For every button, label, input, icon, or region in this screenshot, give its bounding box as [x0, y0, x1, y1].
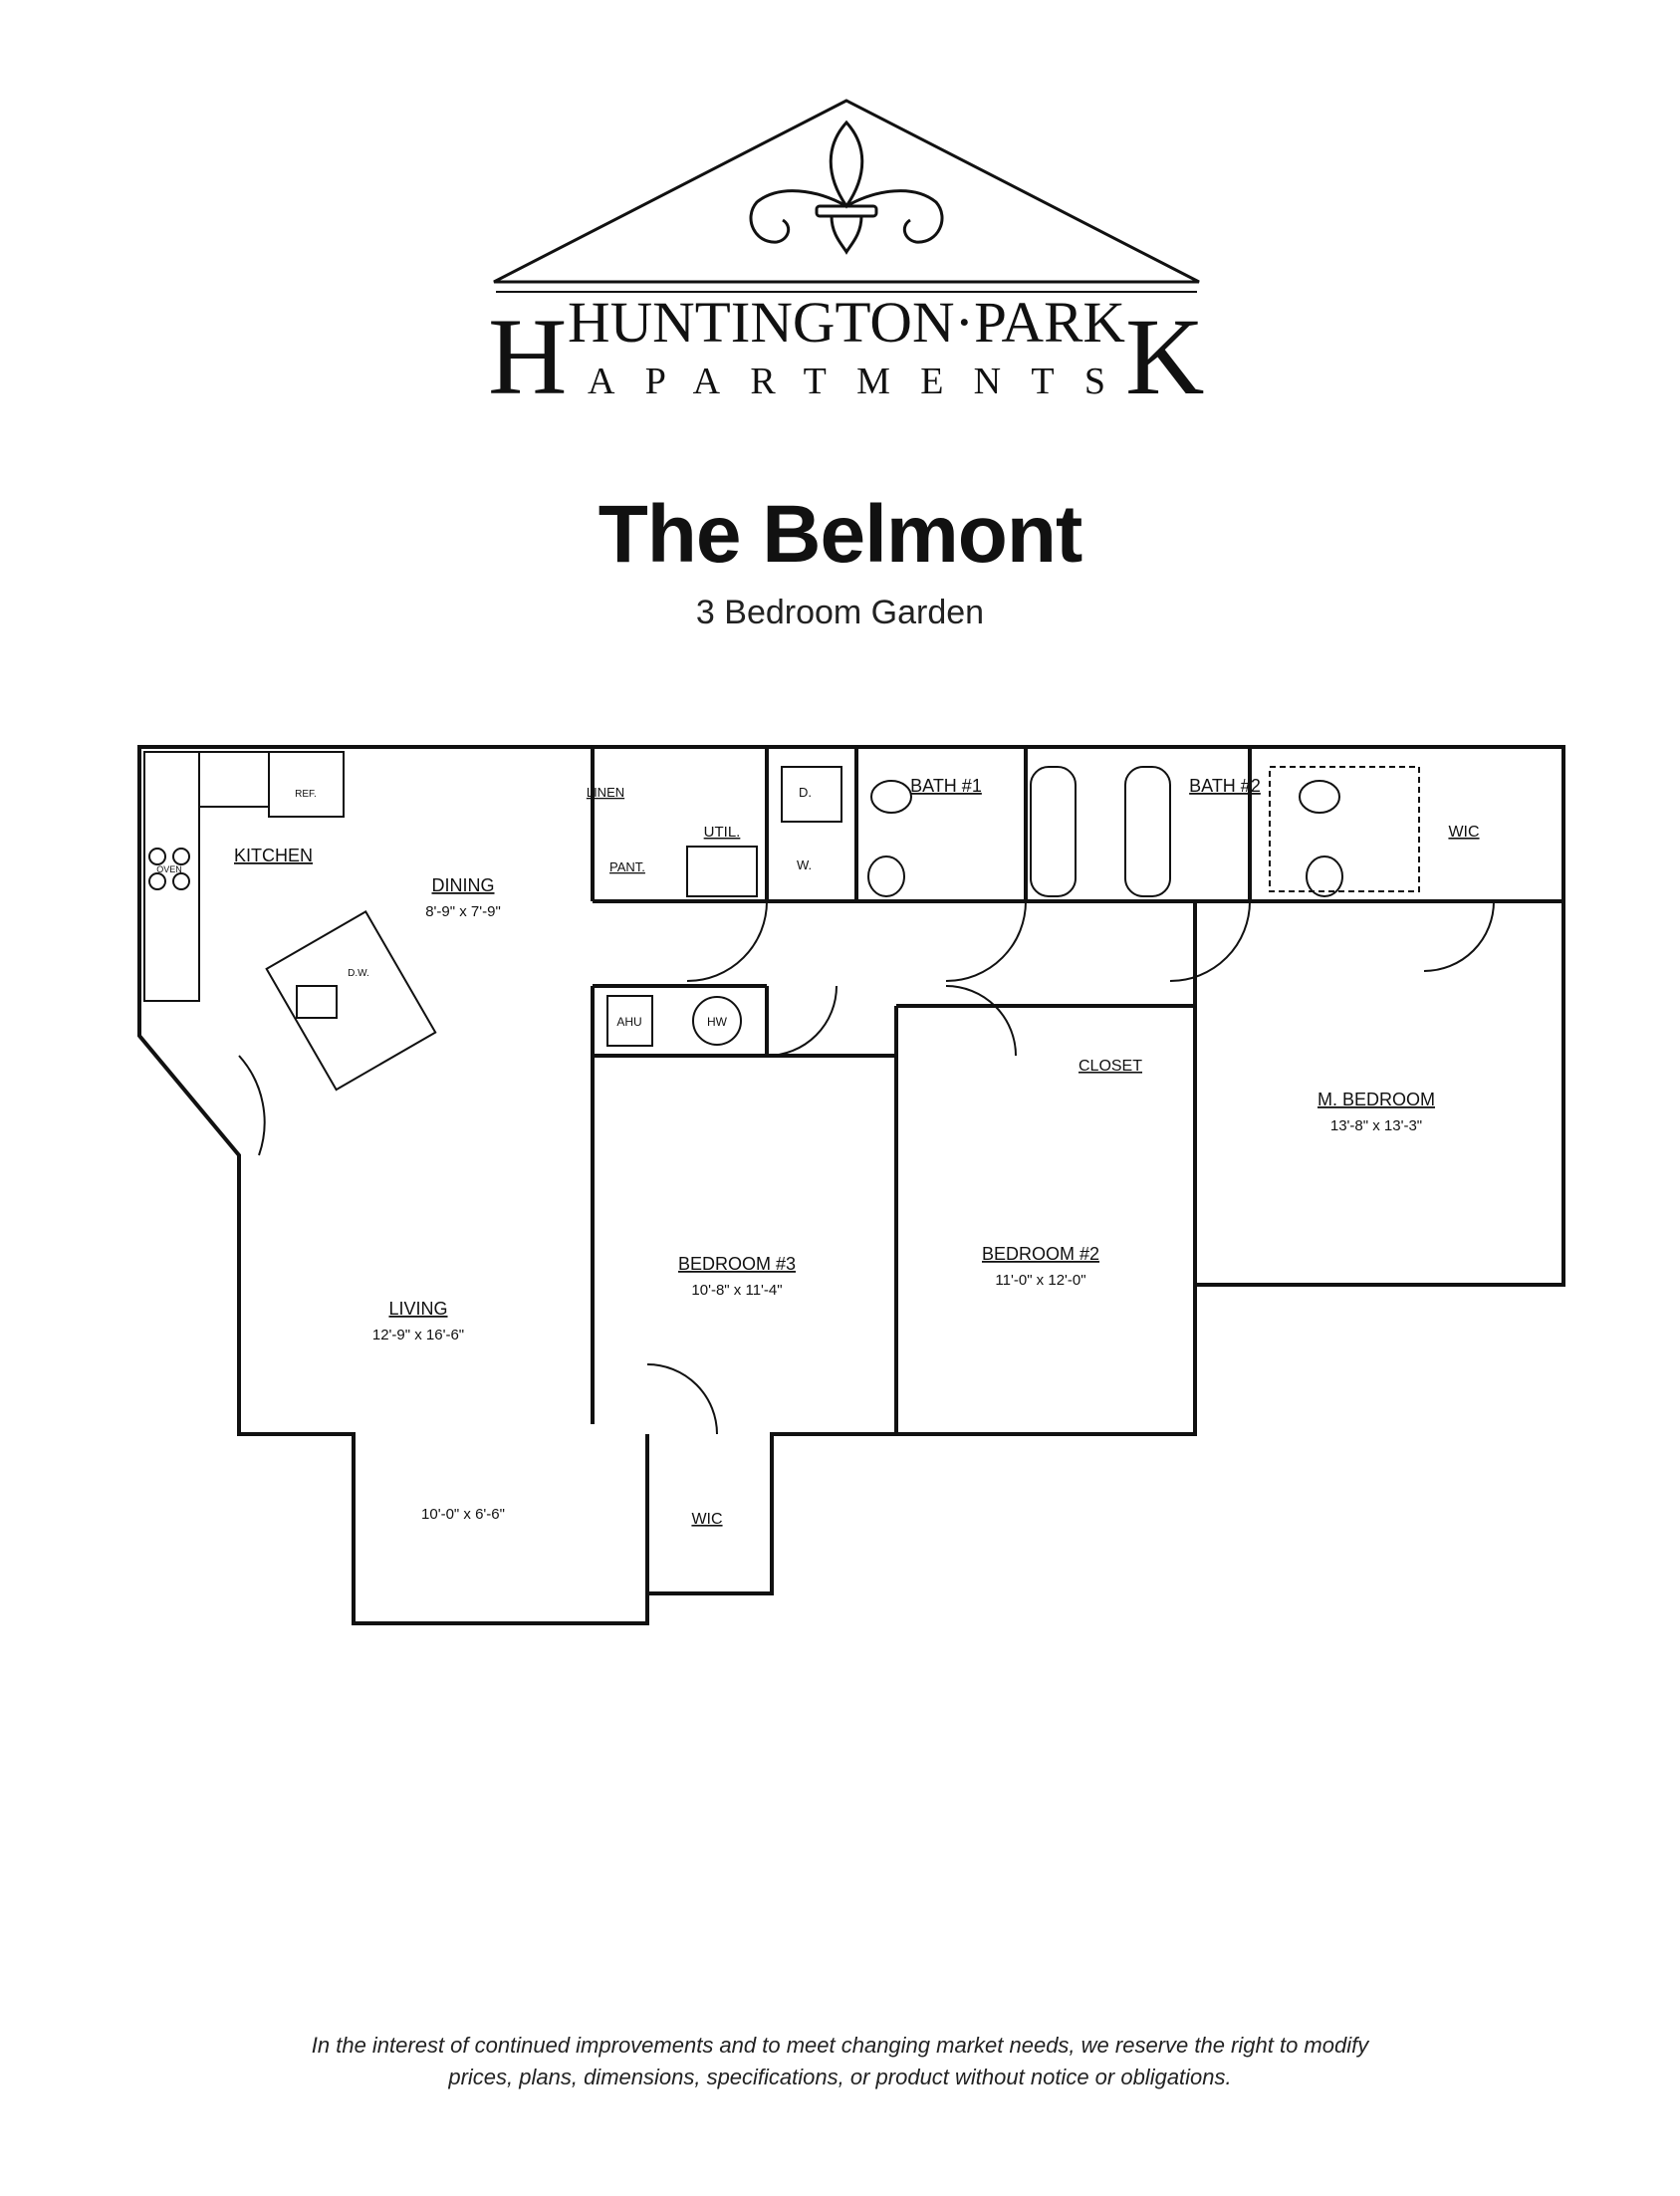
- label-living: LIVING: [388, 1299, 447, 1319]
- brand-logo: H K HUNTINGTON·PARK APARTMENTS: [488, 99, 1204, 417]
- kitchen-counters: [143, 751, 437, 1092]
- label-master: M. BEDROOM: [1318, 1090, 1435, 1109]
- label-wic-bed3: WIC: [691, 1511, 722, 1528]
- brand-name: HUNTINGTON·PARK: [568, 290, 1125, 355]
- bath-fixtures: [606, 766, 1420, 1047]
- label-bedroom2: BEDROOM #2: [982, 1244, 1099, 1264]
- label-kitchen: KITCHEN: [234, 846, 313, 865]
- label-bath2: BATH #2: [1189, 776, 1261, 796]
- label-wic-master: WIC: [1448, 824, 1479, 841]
- dim-bedroom2: 11'-0" x 12'-0": [995, 1272, 1085, 1289]
- fleur-de-lis-icon: [749, 120, 944, 255]
- disclaimer-line-2: prices, plans, dimensions, specification…: [448, 2065, 1232, 2089]
- label-closet: CLOSET: [1079, 1058, 1142, 1075]
- label-hw: HW: [707, 1015, 728, 1029]
- door-swings: [238, 900, 1495, 1435]
- brand-big-h: H: [488, 296, 567, 417]
- label-dining: DINING: [432, 875, 495, 895]
- label-dryer: D.: [799, 785, 812, 800]
- page-subtitle: 3 Bedroom Garden: [695, 594, 985, 631]
- label-bath1: BATH #1: [910, 776, 982, 796]
- label-ahu: AHU: [616, 1015, 641, 1029]
- dim-master: 13'-8" x 13'-3": [1330, 1117, 1422, 1134]
- brand-big-k: K: [1125, 296, 1204, 417]
- label-dw: D.W.: [348, 968, 369, 979]
- room-labels: KITCHEN DINING 8'-9" x 7'-9" LIVING 12'-…: [156, 776, 1479, 1528]
- disclaimer: In the interest of continued improvement…: [179, 2030, 1501, 2093]
- dim-living: 12'-9" x 16'-6": [372, 1327, 464, 1343]
- label-linen: LINEN: [587, 785, 624, 800]
- dim-nook: 10'-0" x 6'-6": [421, 1506, 505, 1523]
- label-ref: REF.: [295, 789, 317, 800]
- label-oven: OVEN: [156, 864, 182, 874]
- label-washer: W.: [797, 857, 812, 872]
- plan-walls: [137, 745, 1565, 1625]
- brand-sub: APARTMENTS: [588, 361, 1105, 402]
- disclaimer-line-1: In the interest of continued improvement…: [311, 2033, 1369, 2058]
- label-util: UTIL.: [704, 824, 741, 841]
- page-title: The Belmont: [598, 489, 1083, 580]
- floor-plan: KITCHEN DINING 8'-9" x 7'-9" LIVING 12'-…: [137, 745, 1565, 1625]
- dim-bedroom3: 10'-8" x 11'-4": [691, 1282, 782, 1299]
- label-pantry: PANT.: [609, 859, 645, 874]
- label-bedroom3: BEDROOM #3: [678, 1254, 796, 1274]
- dim-dining: 8'-9" x 7'-9": [425, 903, 501, 920]
